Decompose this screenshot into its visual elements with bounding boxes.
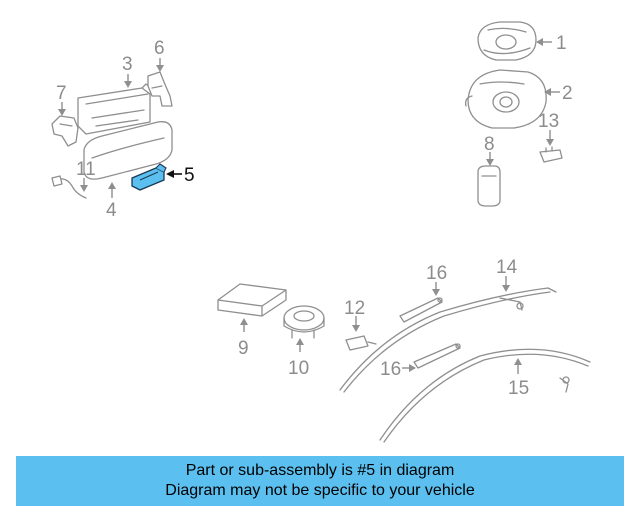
callout-number-9: 9 <box>238 338 249 359</box>
part-1-driver-airbag <box>477 21 537 61</box>
part-15-curtain-airbag <box>379 348 591 443</box>
callout-number-16-upper: 16 <box>426 263 447 284</box>
callout-11: 11 <box>76 159 96 192</box>
callout-4: 4 <box>106 182 117 221</box>
callout-6: 6 <box>154 38 165 72</box>
callout-8: 8 <box>484 134 495 166</box>
callout-number-10: 10 <box>288 358 309 379</box>
callout-number-16-lower: 16 <box>380 359 401 380</box>
callout-number-5: 5 <box>184 165 195 186</box>
part-16-inflator-upper <box>399 297 443 323</box>
info-banner-line-1: Part or sub-assembly is #5 in diagram <box>185 462 455 479</box>
callout-number-12: 12 <box>344 298 365 319</box>
part-8-module <box>477 165 501 207</box>
callout-5: 5 <box>166 165 195 186</box>
info-banner: Part or sub-assembly is #5 in diagram Di… <box>16 456 624 506</box>
callout-number-1: 1 <box>556 33 567 54</box>
part-10-clock-spring <box>283 305 325 339</box>
part-16-inflator-lower <box>413 343 461 369</box>
part-11-harness <box>51 175 87 199</box>
callout-number-4: 4 <box>106 200 117 221</box>
part-5-body <box>131 167 165 191</box>
callout-number-7: 7 <box>56 83 67 104</box>
part-7-bracket <box>51 115 79 147</box>
callout-9: 9 <box>238 318 249 359</box>
part-9-control-module <box>217 283 287 317</box>
part-12-sensor <box>345 335 377 351</box>
callout-1: 1 <box>536 33 567 54</box>
callout-16-lower: 16 <box>380 359 416 380</box>
callout-7: 7 <box>56 83 67 116</box>
callout-number-15: 15 <box>508 378 529 399</box>
callout-2: 2 <box>544 83 573 104</box>
part-6-bracket <box>147 71 173 107</box>
callout-number-11: 11 <box>76 159 96 180</box>
callout-14: 14 <box>496 257 518 292</box>
part-13-sensor <box>539 146 563 163</box>
part-3-passenger-airbag <box>77 83 155 135</box>
part-5-highlighted <box>131 163 167 191</box>
callout-10: 10 <box>288 338 309 379</box>
callout-number-8: 8 <box>484 134 495 155</box>
info-banner-line-2: Diagram may not be specific to your vehi… <box>165 482 475 499</box>
callout-number-6: 6 <box>154 38 165 59</box>
callout-number-3: 3 <box>122 54 133 75</box>
callout-number-14: 14 <box>496 257 518 278</box>
callout-16-upper: 16 <box>426 263 447 296</box>
parts-diagram: 1 2 13 8 3 <box>51 21 591 443</box>
part-4-airbag-cover <box>83 121 173 180</box>
callout-number-2: 2 <box>562 83 573 104</box>
callout-number-13: 13 <box>538 111 559 132</box>
part-2-driver-airbag <box>464 69 547 129</box>
callout-15: 15 <box>508 358 529 399</box>
callout-13: 13 <box>538 111 559 146</box>
callout-3: 3 <box>122 54 133 88</box>
part-14-curtain-airbag <box>339 287 557 393</box>
callout-12: 12 <box>344 298 365 332</box>
